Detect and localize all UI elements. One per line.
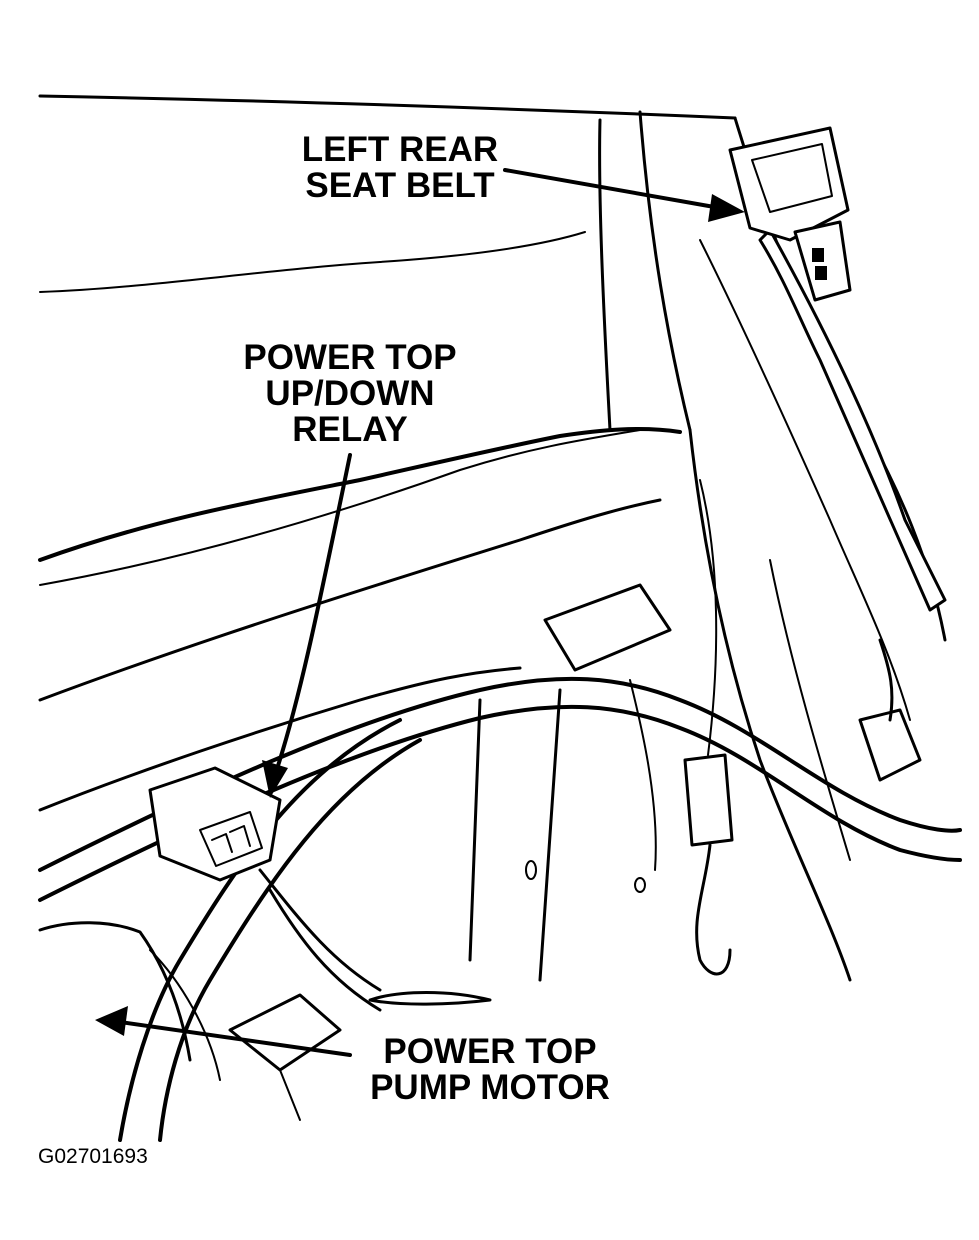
seat-belt-webbing <box>758 228 947 612</box>
pump-motor-callout: POWER TOP PUMP MOTOR <box>350 1034 630 1106</box>
pillar-trim-left <box>598 118 612 432</box>
seat-belt-callout: LEFT REAR SEAT BELT <box>290 132 510 204</box>
bracket <box>543 583 672 672</box>
center-panel-left <box>468 698 482 962</box>
relay-arrow-shaft <box>273 453 352 777</box>
seat-belt-arrowhead <box>708 194 745 222</box>
right-connector <box>683 753 734 847</box>
relay-terminal-1 <box>211 833 233 853</box>
seat-belt-callout-line2: SEAT BELT <box>305 166 495 205</box>
relay-arrowhead <box>262 760 288 798</box>
panel-hole-1 <box>525 860 537 880</box>
right-connector-wire <box>695 843 732 976</box>
tongue-slot-2 <box>815 266 827 280</box>
right-tube <box>878 638 894 722</box>
center-panel-right <box>538 688 562 982</box>
pump-motor-callout-line2: PUMP MOTOR <box>370 1068 610 1107</box>
seat-back-lower-edge <box>38 498 662 702</box>
relay-callout: POWER TOP UP/DOWN RELAY <box>225 340 475 448</box>
seat-belt-anchor <box>728 126 850 242</box>
seat-back-seam <box>39 429 641 586</box>
pillar-lower <box>688 428 852 982</box>
drip-wire <box>629 679 657 871</box>
pump-motor-cable <box>279 1069 301 1121</box>
relay-callout-line2: UP/DOWN <box>265 374 435 413</box>
pump-motor-callout-line1: POWER TOP <box>383 1032 597 1071</box>
figure-code: G02701693 <box>38 1145 148 1168</box>
pump-motor-connector <box>228 993 342 1072</box>
relay-terminal-2 <box>229 825 251 847</box>
relay-wire-1 <box>258 868 382 992</box>
relay-callout-line3: RELAY <box>292 410 408 449</box>
pump-motor-arrow-shaft <box>118 1020 352 1057</box>
seat-belt-callout-line1: LEFT REAR <box>301 130 499 169</box>
rear-deck-crease <box>39 231 586 293</box>
seat-belt-arrow-shaft <box>503 168 722 210</box>
harness-down-left <box>118 718 402 1142</box>
relay-callout-line1: POWER TOP <box>243 338 457 377</box>
relay-connector <box>199 811 263 867</box>
relay-wire-2 <box>268 888 382 1012</box>
main-harness-upper <box>38 676 962 872</box>
seat-belt-anchor-slot <box>751 143 833 213</box>
pillar-trim-edge <box>699 239 911 721</box>
seat-frame-bottom <box>38 666 522 812</box>
pillar-trim-inner <box>638 110 692 432</box>
panel-hole-2 <box>634 877 646 893</box>
right-grommet <box>858 708 922 782</box>
pump-motor-arrowhead <box>95 1006 128 1036</box>
lower-slot <box>368 991 492 1006</box>
pump-motor-bundle <box>149 949 221 1081</box>
right-vertical-wire <box>699 479 718 756</box>
pump-motor-housing <box>38 921 192 1062</box>
rear-deck-top-edge <box>38 94 737 120</box>
harness-down-right <box>158 738 422 1142</box>
tongue-slot-1 <box>812 248 824 262</box>
seat-back-top <box>38 427 682 562</box>
